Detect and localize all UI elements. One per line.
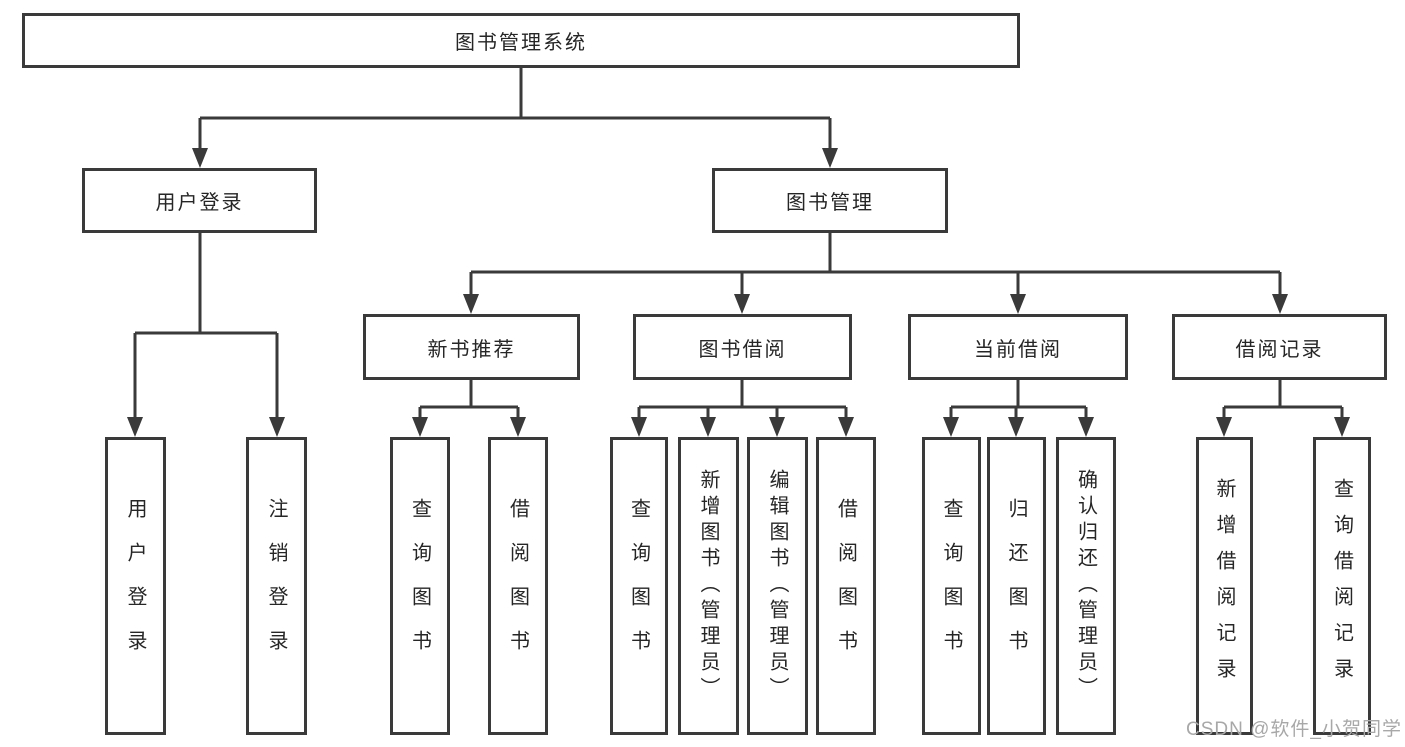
leaf-user-login: 用户登录 — [105, 437, 166, 735]
leaf-borrow-books-borrowing: 借阅图书 — [816, 437, 876, 735]
leaf-borrow-books-recommend: 借阅图书 — [488, 437, 548, 735]
leaf-logout: 注销登录 — [246, 437, 307, 735]
leaf-query-books-current: 查询图书 — [922, 437, 981, 735]
watermark-text: CSDN @软件_小贺同学 — [1186, 719, 1402, 740]
leaf-query-borrow-record: 查询借阅记录 — [1313, 437, 1371, 735]
leaf-add-borrow-record: 新增借阅记录 — [1196, 437, 1253, 735]
leaf-edit-book-admin: 编辑图书（管理员） — [747, 437, 808, 735]
node-borrowing-records: 借阅记录 — [1172, 314, 1387, 380]
node-new-book-recommendation: 新书推荐 — [363, 314, 580, 380]
leaf-confirm-return-admin: 确认归还（管理员） — [1056, 437, 1116, 735]
node-current-borrowing: 当前借阅 — [908, 314, 1128, 380]
node-book-management: 图书管理 — [712, 168, 948, 233]
leaf-add-book-admin: 新增图书（管理员） — [678, 437, 739, 735]
leaf-return-book: 归还图书 — [987, 437, 1046, 735]
node-user-login: 用户登录 — [82, 168, 317, 233]
arrowheads — [127, 148, 1350, 437]
node-library-management-system: 图书管理系统 — [22, 13, 1020, 68]
node-book-borrowing: 图书借阅 — [633, 314, 852, 380]
leaf-query-books-recommend: 查询图书 — [390, 437, 450, 735]
leaf-query-books-borrowing: 查询图书 — [610, 437, 668, 735]
